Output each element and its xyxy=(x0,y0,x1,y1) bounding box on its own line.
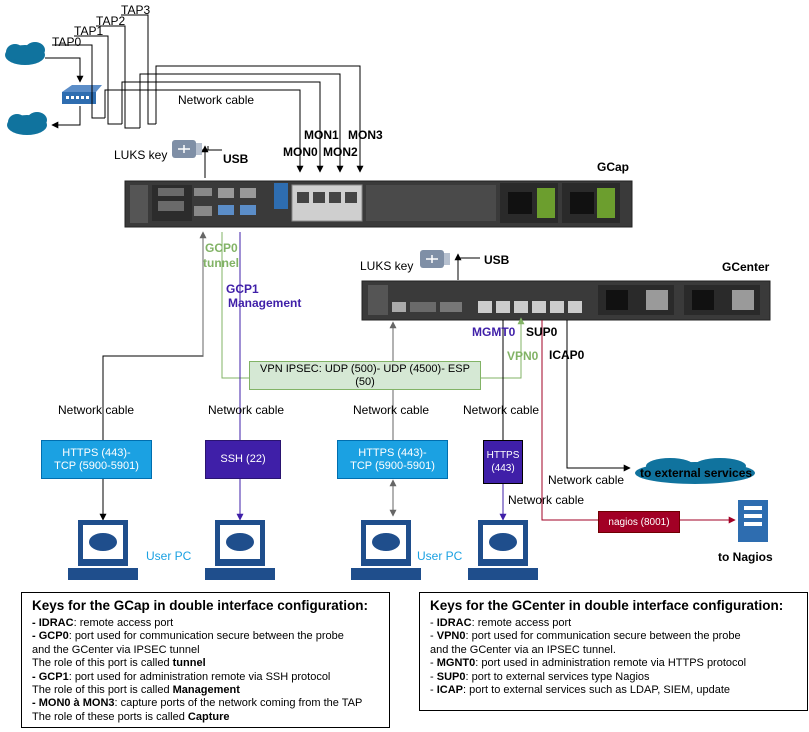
https-tcp-line2: TCP (5900-5901) xyxy=(350,459,435,472)
https-tcp-box: HTTPS (443)- TCP (5900-5901) xyxy=(337,440,448,479)
gcenter-usb-label: USB xyxy=(484,253,510,267)
tap2-label: TAP2 xyxy=(96,14,126,28)
to-nagios-label: to Nagios xyxy=(718,550,773,564)
gcap-luks-key-label: LUKS key xyxy=(114,148,168,162)
tap3-label: TAP3 xyxy=(121,3,151,17)
legend-text: : port used in administration remote via… xyxy=(475,657,747,670)
tap1-label: TAP1 xyxy=(74,24,104,38)
nagios-box: nagios (8001) xyxy=(598,511,680,533)
legend-dash: - xyxy=(32,630,39,643)
gcenter-legend-title: Keys for the GCenter in double interface… xyxy=(430,598,784,613)
network-cable-label: Network cable xyxy=(178,93,255,107)
to-external-services-label: to external services xyxy=(640,466,753,480)
mon1-label: MON1 xyxy=(304,128,339,142)
gcenter-title: GCenter xyxy=(722,260,770,274)
https-tcp-line2: TCP (5900-5901) xyxy=(54,459,139,472)
legend-key-mgnt0: MGNT0 xyxy=(436,657,476,670)
tap0-label: TAP0 xyxy=(52,35,82,49)
legend-dash: - xyxy=(32,670,39,683)
gcap-legend-title: Keys for the GCap in double interface co… xyxy=(32,598,369,613)
network-cable-label: Network cable xyxy=(353,403,430,417)
network-cable-label: Network cable xyxy=(58,403,135,417)
https-line1: HTTPS xyxy=(486,450,520,461)
legend-text: The role of this port is called xyxy=(32,657,173,670)
computer-icon xyxy=(68,520,138,580)
legend-text: The role of this port is called xyxy=(32,684,173,697)
network-switch-icon xyxy=(62,85,102,104)
mon2-label: MON2 xyxy=(323,145,358,159)
legend-key-capture: Capture xyxy=(187,710,230,723)
server-chassis-icon xyxy=(361,280,771,321)
gcap-usb-label: USB xyxy=(223,152,249,166)
gcap-legend: Keys for the GCap in double interface co… xyxy=(21,592,390,728)
https-tcp-line1: HTTPS (443)- xyxy=(62,446,131,459)
mon0-label: MON0 xyxy=(283,145,318,159)
server-chassis-icon xyxy=(124,180,633,228)
legend-text: : remote access port xyxy=(73,617,174,629)
icap0-label: ICAP0 xyxy=(549,348,585,362)
vpn-ipsec-box: VPN IPSEC: UDP (500)- UDP (4500)- ESP (5… xyxy=(249,361,481,390)
legend-key-idrac: IDRAC xyxy=(38,617,74,629)
legend-text: : port used for administration remote vi… xyxy=(68,670,331,683)
legend-text: : remote access port xyxy=(471,617,572,629)
nagios-server-icon xyxy=(738,500,768,542)
gcenter-legend: Keys for the GCenter in double interface… xyxy=(419,592,808,711)
legend-key-gcp1: GCP1 xyxy=(38,670,69,683)
computer-icon xyxy=(205,520,275,580)
user-pc-label: User PC xyxy=(417,549,463,563)
cloud-icon xyxy=(5,42,45,65)
legend-text: : capture ports of the network coming fr… xyxy=(114,697,363,710)
sup0-label: SUP0 xyxy=(526,325,558,339)
legend-text: and the GCenter via IPSEC tunnel xyxy=(32,643,200,656)
gcp0-label: GCP0 xyxy=(205,241,238,255)
mon3-label: MON3 xyxy=(348,128,383,142)
usb-key-icon xyxy=(420,250,450,268)
gcap-title: GCap xyxy=(597,160,630,174)
gcp1-management-label: Management xyxy=(228,296,302,310)
legend-text: : port used for communication secure bet… xyxy=(68,630,344,643)
user-pc-label: User PC xyxy=(146,549,192,563)
legend-key-icap: ICAP xyxy=(436,684,464,697)
legend-dash: - xyxy=(32,617,39,629)
https-line2: (443) xyxy=(491,463,515,474)
legend-key-idrac: IDRAC xyxy=(436,617,472,629)
cloud-icon xyxy=(7,112,47,135)
legend-text: : port used for communication secure bet… xyxy=(465,630,741,643)
https-tcp-box: HTTPS (443)- TCP (5900-5901) xyxy=(41,440,152,479)
network-cable-label: Network cable xyxy=(548,473,625,487)
usb-key-icon xyxy=(172,140,202,158)
computer-icon xyxy=(351,520,421,580)
vpn0-label: VPN0 xyxy=(507,349,539,363)
gcp0-tunnel-label: tunnel xyxy=(203,256,239,270)
legend-key-vpn0: VPN0 xyxy=(436,630,466,643)
https-box: HTTPS (443) xyxy=(483,440,523,484)
gcenter-luks-key-label: LUKS key xyxy=(360,259,414,273)
legend-key-gcp0: GCP0 xyxy=(38,630,69,643)
ssh-box: SSH (22) xyxy=(205,440,281,479)
legend-key-management: Management xyxy=(172,684,240,697)
legend-text: and the GCenter via an IPSEC tunnel. xyxy=(430,643,616,656)
legend-key-sup0: SUP0 xyxy=(436,670,466,683)
computer-icon xyxy=(468,520,538,580)
https-tcp-line1: HTTPS (443)- xyxy=(358,446,427,459)
legend-key-mon: - MON0 à MON3 xyxy=(32,697,115,710)
network-cable-label: Network cable xyxy=(463,403,540,417)
gcp1-label: GCP1 xyxy=(226,282,259,296)
mgmt0-label: MGMT0 xyxy=(472,325,516,339)
cloud-icon xyxy=(635,458,755,484)
legend-text: : port to external services such as LDAP… xyxy=(463,684,731,697)
network-cable-label: Network cable xyxy=(208,403,285,417)
legend-text: The role of these ports is called xyxy=(32,710,188,723)
legend-text: : port to external services type Nagios xyxy=(465,670,650,683)
legend-key-tunnel: tunnel xyxy=(172,657,206,670)
network-cable-label: Network cable xyxy=(508,493,585,507)
